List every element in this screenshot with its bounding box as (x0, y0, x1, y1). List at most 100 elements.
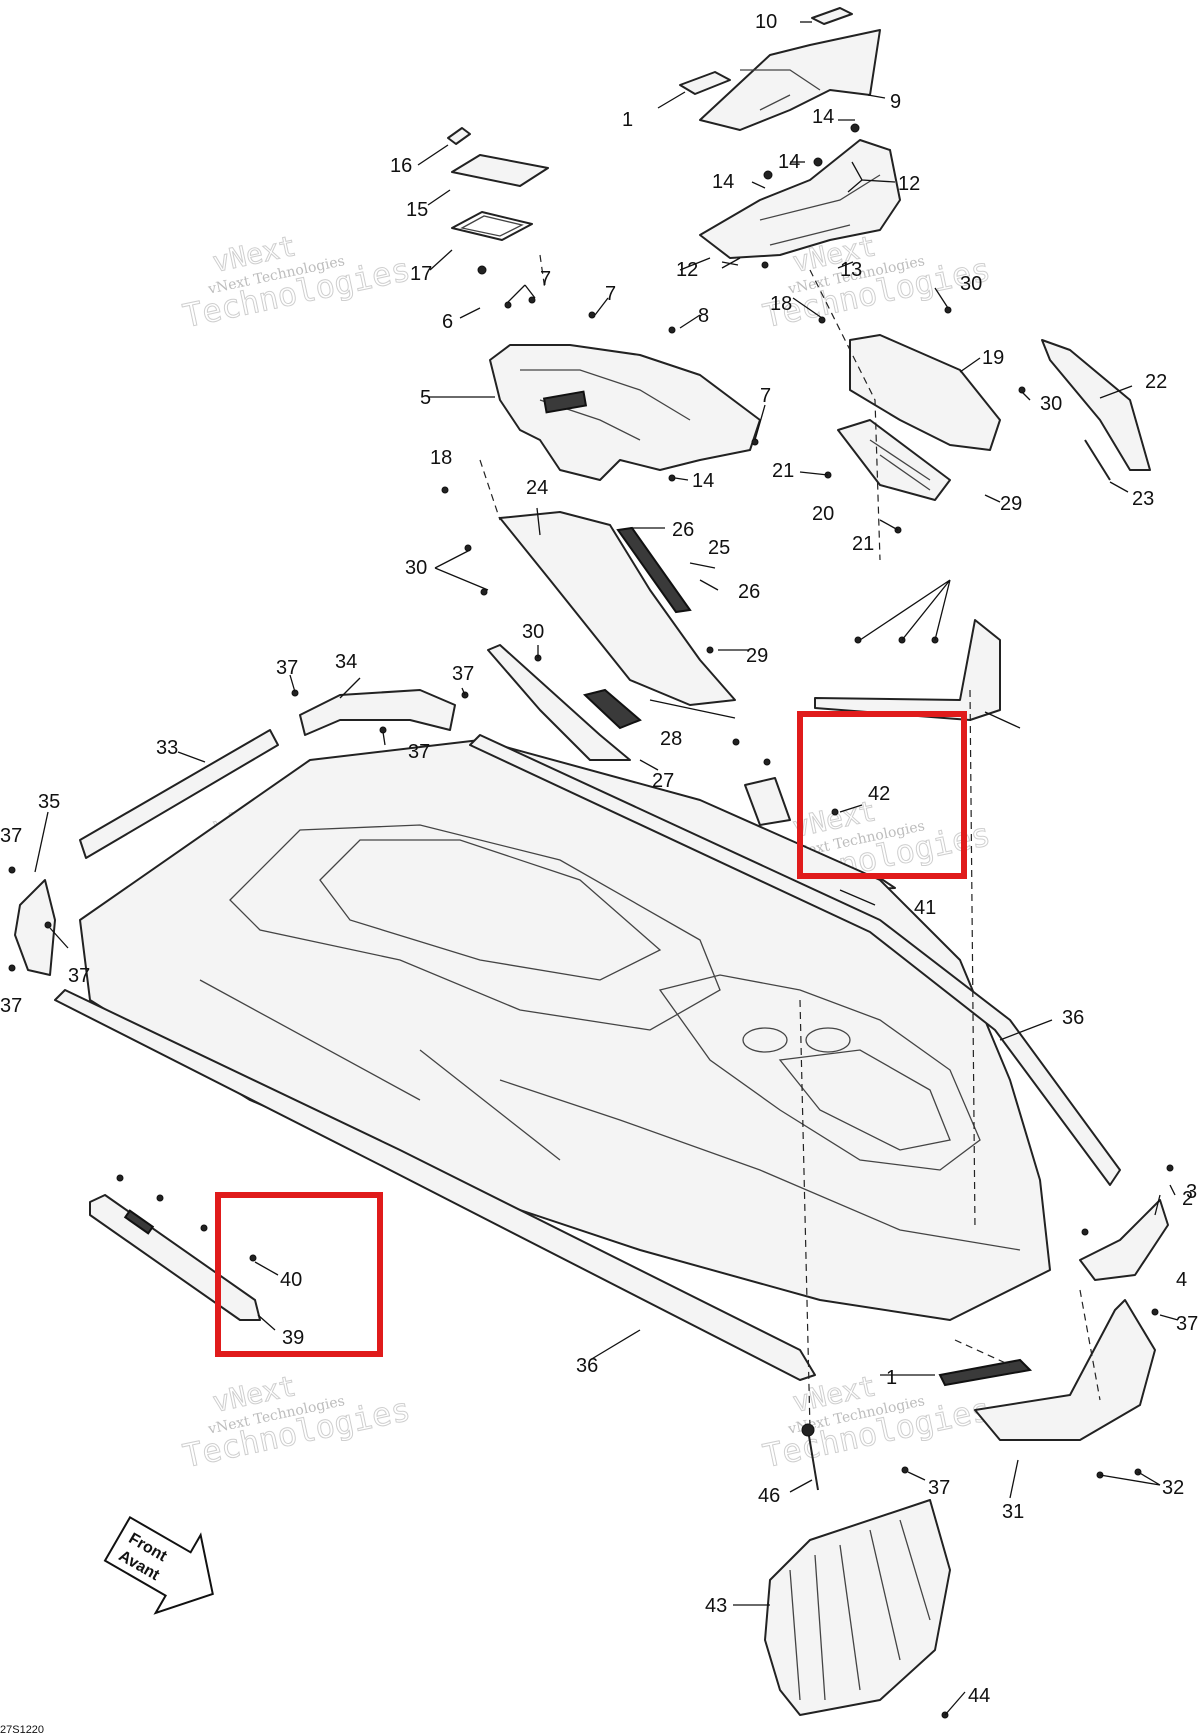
callout-27: 27 (652, 770, 674, 792)
callout-10: 1 (622, 109, 633, 131)
callout-20: 20 (812, 503, 834, 525)
callout-14: 14 (812, 106, 834, 128)
callout-30: 30 (960, 273, 982, 295)
callout-38: 39 (282, 1327, 304, 1349)
part-36-rail-left (54, 989, 816, 1381)
callout-37: 37 (408, 741, 430, 763)
part-28-vent (582, 688, 642, 730)
callout-12: 12 (676, 259, 698, 281)
part-11-pad (811, 7, 853, 25)
part-33-rail (79, 729, 279, 859)
callout-39: 40 (280, 1269, 302, 1291)
callout-29: 29 (1000, 493, 1022, 515)
deck-footwell (499, 1079, 1021, 1251)
part-24-side-cover (499, 511, 736, 706)
part-44-rod (807, 1429, 819, 1491)
part-16-latch (447, 127, 471, 145)
callout-40: 41 (914, 897, 936, 919)
callout-22: 22 (1145, 371, 1167, 393)
part-36-rail-right (469, 734, 1121, 1186)
callout-18: 18 (430, 447, 452, 469)
part-13-console-frame (699, 139, 901, 259)
part-22-trim (1041, 339, 1151, 471)
callout-35: 35 (38, 791, 60, 813)
leader-lines (34, 21, 1179, 1716)
highlight-box-40-41 (797, 711, 967, 879)
callouts: 10 9 1 14 14 14 12 12 13 16 15 17 6 7 7 … (0, 11, 1198, 1707)
callout-37: 37 (1176, 1313, 1198, 1335)
deck-console-inner (778, 1049, 951, 1151)
callout-41: 42 (868, 783, 890, 805)
deck-footwell-2 (199, 979, 561, 1161)
part-42-ribs (789, 1519, 931, 1701)
callout-37: 37 (452, 663, 474, 685)
part-17-gasket (451, 211, 533, 241)
part-13-detail (759, 174, 881, 246)
callout-42: 43 (705, 1595, 727, 1617)
deck-cupholder-2 (805, 1027, 851, 1053)
callout-21: 21 (772, 460, 794, 482)
callout-32: 32 (1162, 1477, 1184, 1499)
part-44-head (801, 1423, 815, 1437)
callout-14: 14 (778, 151, 800, 173)
callout-2: 2 (1182, 1188, 1193, 1210)
callout-30: 30 (522, 621, 544, 643)
part-42-mat (764, 1499, 951, 1716)
callout-11: 10 (755, 11, 777, 33)
part-17-gasket-inner (460, 215, 524, 237)
part-25-vent (616, 526, 692, 614)
callout-4: 4 (1176, 1269, 1187, 1291)
part-34-rear-bumper (299, 689, 456, 736)
callout-3: 3 (1186, 1181, 1197, 1203)
part-23-strip (1084, 439, 1111, 481)
part-10-pad (679, 71, 731, 95)
part-35-bracket (14, 879, 56, 976)
callout-8: 8 (698, 305, 709, 327)
callout-14: 14 (692, 470, 714, 492)
callout-23: 23 (1132, 488, 1154, 510)
callout-6: 6 (442, 311, 453, 333)
watermark: vNext vNext Technologies Technologies (179, 1369, 414, 1476)
assembly-lines (479, 254, 1101, 1431)
callout-25: 25 (708, 537, 730, 559)
part-31-bumper (974, 1299, 1156, 1441)
part-20-vent (837, 419, 951, 501)
part-1-trim (938, 1358, 1033, 1387)
callout-15: 15 (406, 199, 428, 221)
callout-7: 7 (540, 268, 551, 290)
deck-cupholder (742, 1027, 788, 1053)
callout-37: 37 (0, 995, 22, 1017)
callout-43: 44 (968, 1685, 990, 1707)
callout-37: 37 (68, 965, 90, 987)
callout-28: 28 (660, 728, 682, 750)
callout-5: 5 (420, 387, 431, 409)
figure-id: 27S1220 (0, 1724, 44, 1736)
callout-17: 17 (410, 263, 432, 285)
callout-36: 36 (1062, 1007, 1084, 1029)
callout-30: 30 (1040, 393, 1062, 415)
callout-29: 29 (746, 645, 768, 667)
callout-7: 7 (605, 283, 616, 305)
callout-14: 14 (712, 171, 734, 193)
callout-37: 37 (276, 657, 298, 679)
part-9-detail (740, 69, 821, 111)
highlight-box-38-39 (215, 1192, 383, 1357)
part-38-plate (89, 1194, 261, 1321)
part-15-hatch (451, 154, 549, 187)
callout-13: 13 (840, 259, 862, 281)
deck-seat (229, 824, 721, 1031)
callout-34: 34 (335, 651, 357, 673)
part-20-detail (869, 439, 931, 491)
callout-16: 16 (390, 155, 412, 177)
part-40-pad (744, 777, 791, 826)
part-27-trim (487, 644, 631, 761)
callout-7: 7 (760, 385, 771, 407)
callout-37: 37 (0, 825, 22, 847)
callout-19: 19 (982, 347, 1004, 369)
callout-36: 36 (576, 1355, 598, 1377)
part-19-side-panel (849, 334, 1001, 451)
callout-26: 26 (738, 581, 760, 603)
deck-console (658, 974, 981, 1171)
callout-18: 18 (770, 293, 792, 315)
